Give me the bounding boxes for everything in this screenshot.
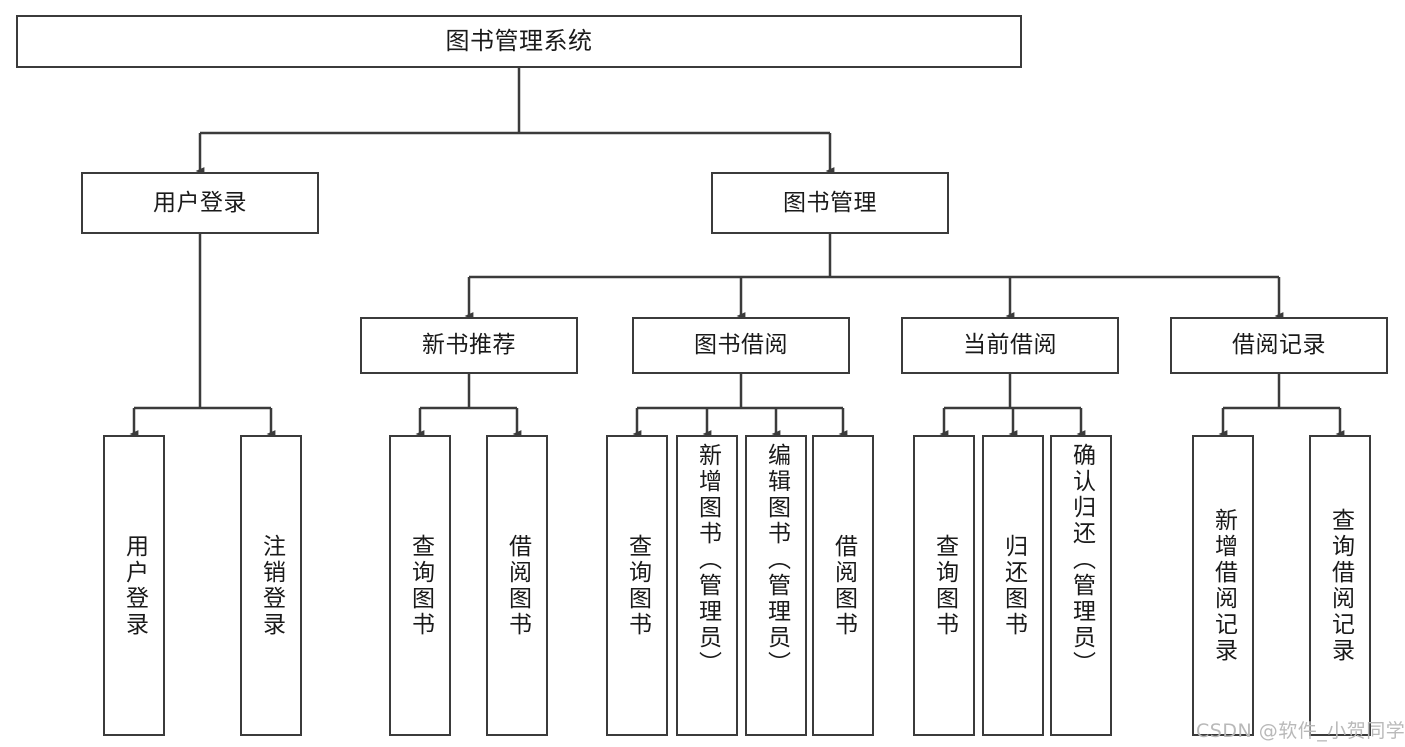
node-leaf-return-book-label: 归还图书 — [1000, 533, 1027, 638]
node-book-borrow-label: 图书借阅 — [694, 332, 788, 359]
node-book-manage[interactable]: 图书管理 — [711, 172, 949, 234]
node-leaf-borrow-book-rec[interactable]: 借阅图书 — [486, 435, 548, 736]
node-leaf-add-book-label: 新增图书（管理员） — [694, 443, 721, 677]
node-leaf-query-book-rec-label: 查询图书 — [407, 533, 434, 638]
node-current-borrow[interactable]: 当前借阅 — [901, 317, 1119, 374]
node-leaf-borrow-book[interactable]: 借阅图书 — [812, 435, 874, 736]
node-new-book-rec-label: 新书推荐 — [422, 332, 516, 359]
node-book-manage-label: 图书管理 — [783, 189, 877, 216]
node-root-label: 图书管理系统 — [445, 26, 593, 55]
node-leaf-query-book-borrow-label: 查询图书 — [624, 533, 651, 638]
node-leaf-add-book[interactable]: 新增图书（管理员） — [676, 435, 738, 736]
node-leaf-query-record-label: 查询借阅记录 — [1327, 507, 1354, 664]
node-user-login[interactable]: 用户登录 — [81, 172, 319, 234]
node-new-book-rec[interactable]: 新书推荐 — [360, 317, 578, 374]
node-leaf-user-login[interactable]: 用户登录 — [103, 435, 165, 736]
node-leaf-logout[interactable]: 注销登录 — [240, 435, 302, 736]
node-leaf-borrow-book-rec-label: 借阅图书 — [504, 533, 531, 638]
node-leaf-query-book-current-label: 查询图书 — [931, 533, 958, 638]
node-leaf-query-book-rec[interactable]: 查询图书 — [389, 435, 451, 736]
node-user-login-label: 用户登录 — [153, 189, 247, 216]
node-borrow-record-label: 借阅记录 — [1232, 332, 1326, 359]
node-leaf-query-record[interactable]: 查询借阅记录 — [1309, 435, 1371, 736]
node-leaf-user-login-label: 用户登录 — [121, 533, 148, 638]
node-leaf-confirm-return-label: 确认归还（管理员） — [1068, 443, 1095, 677]
node-leaf-logout-label: 注销登录 — [258, 533, 285, 638]
node-leaf-query-book-borrow[interactable]: 查询图书 — [606, 435, 668, 736]
node-leaf-add-record-label: 新增借阅记录 — [1210, 507, 1237, 664]
node-current-borrow-label: 当前借阅 — [963, 332, 1057, 359]
node-root[interactable]: 图书管理系统 — [16, 15, 1022, 68]
node-leaf-edit-book[interactable]: 编辑图书（管理员） — [745, 435, 807, 736]
node-book-borrow[interactable]: 图书借阅 — [632, 317, 850, 374]
node-leaf-borrow-book-label: 借阅图书 — [830, 533, 857, 638]
node-leaf-confirm-return[interactable]: 确认归还（管理员） — [1050, 435, 1112, 736]
node-borrow-record[interactable]: 借阅记录 — [1170, 317, 1388, 374]
watermark: CSDN @软件_小贺同学 — [1196, 720, 1405, 742]
node-leaf-edit-book-label: 编辑图书（管理员） — [763, 443, 790, 677]
node-leaf-query-book-current[interactable]: 查询图书 — [913, 435, 975, 736]
node-leaf-add-record[interactable]: 新增借阅记录 — [1192, 435, 1254, 736]
node-leaf-return-book[interactable]: 归还图书 — [982, 435, 1044, 736]
